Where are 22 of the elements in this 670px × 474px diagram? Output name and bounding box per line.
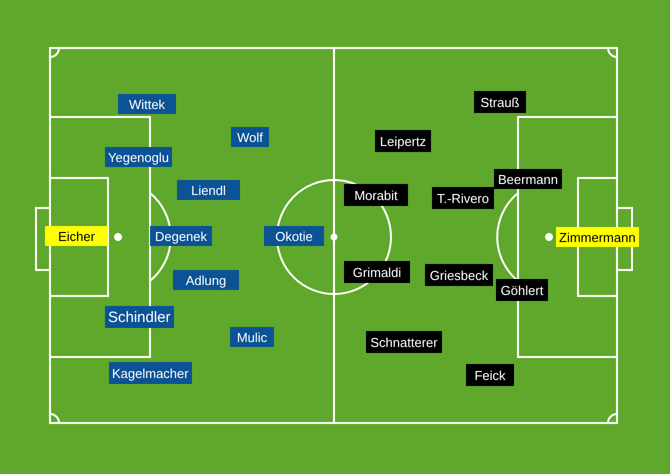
player-name-label: Wolf	[231, 127, 269, 147]
player-name-label: Mulic	[230, 327, 274, 347]
player-name-label: Morabit	[344, 184, 408, 206]
player-name-label: Grimaldi	[344, 261, 410, 283]
player-name-label: Liendl	[177, 180, 240, 200]
player-name-label: Kagelmacher	[109, 362, 192, 384]
player-name-label: Griesbeck	[425, 264, 493, 286]
player-name-label: T.-Rivero	[432, 187, 494, 209]
player-name-label: Eicher	[45, 226, 108, 246]
player-name-label: Okotie	[264, 226, 324, 246]
player-name-label: Strauß	[474, 91, 526, 113]
player-name-label: Leipertz	[375, 130, 431, 152]
player-name-label: Beermann	[494, 169, 562, 189]
player-name-label: Feick	[466, 364, 514, 386]
player-name-label: Wittek	[118, 94, 176, 114]
player-name-label: Schindler	[105, 306, 174, 328]
player-name-label: Schnatterer	[366, 331, 442, 353]
player-name-label: Göhlert	[496, 279, 548, 301]
player-name-label: Degenek	[150, 226, 212, 246]
player-name-label: Zimmermann	[556, 227, 639, 247]
player-name-label: Yegenoglu	[105, 147, 172, 167]
player-name-label: Adlung	[173, 270, 239, 290]
